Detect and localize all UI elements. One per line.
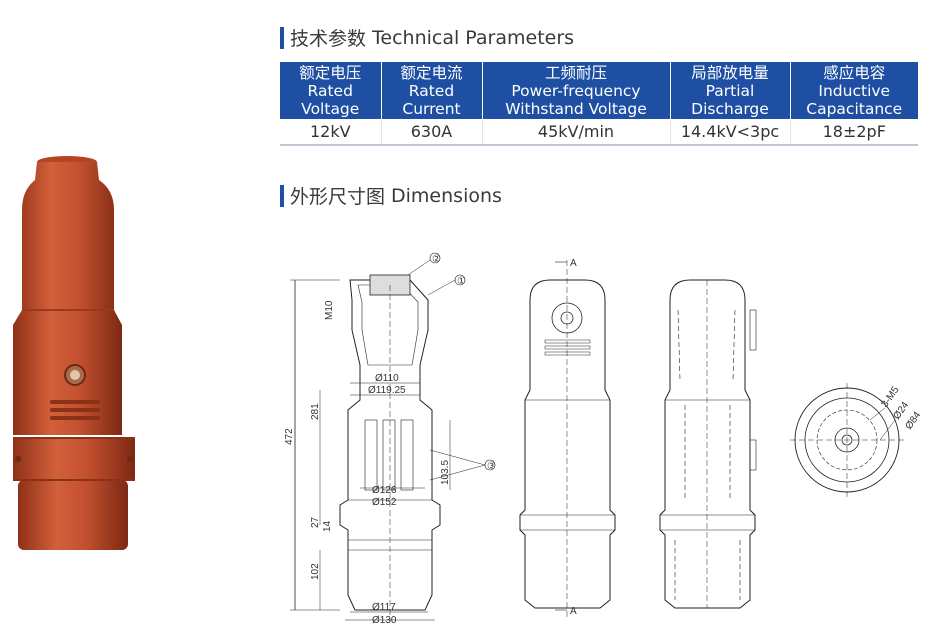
dim-d110: Ø110 xyxy=(375,373,399,384)
dim-d119: Ø119.25 xyxy=(368,385,406,396)
callout-3: ③ xyxy=(487,461,496,472)
value-partial-discharge: 14.4kV<3pc xyxy=(669,119,790,146)
title-accent-bar xyxy=(280,26,284,49)
front-view: A A xyxy=(519,258,616,620)
dim-14: 14 xyxy=(322,520,333,532)
section-a-bottom: A xyxy=(570,606,577,617)
table-row: 12kV 630A 45kV/min 14.4kV<3pc 18±2pF xyxy=(280,119,918,146)
value-rated-voltage: 12kV xyxy=(280,119,381,146)
dim-d152: Ø152 xyxy=(372,497,397,508)
technical-parameters-title: 技术参数 Technical Parameters xyxy=(280,24,574,51)
value-inductive-capacitance: 18±2pF xyxy=(789,119,918,146)
title-zh: 技术参数 xyxy=(290,28,367,50)
dim-d117: Ø117 xyxy=(372,602,396,613)
title-en: Dimensions xyxy=(391,184,502,207)
section-a-top: A xyxy=(570,258,577,269)
dimensions-title: 外形尺寸图 Dimensions xyxy=(280,182,502,209)
dim-d130: Ø130 xyxy=(372,615,397,626)
sectional-view: ② ① ③ M10 Ø110 Ø119.25 281 472 103.5 Ø12… xyxy=(284,252,496,626)
dim-103: 103.5 xyxy=(440,460,451,485)
dimension-drawings: ② ① ③ M10 Ø110 Ø119.25 281 472 103.5 Ø12… xyxy=(284,252,920,626)
dim-102: 102 xyxy=(310,563,321,580)
callout-1: ① xyxy=(457,276,466,287)
dim-m10: M10 xyxy=(324,300,335,320)
title-accent-bar xyxy=(280,184,284,207)
end-view: 3-M5 Ø24 Ø84 xyxy=(790,383,920,497)
dim-281: 281 xyxy=(310,403,321,420)
value-rated-current: 630A xyxy=(380,119,482,146)
value-withstand-voltage: 45kV/min xyxy=(481,119,670,146)
dim-d126: Ø126 xyxy=(372,485,397,496)
dim-27: 27 xyxy=(310,516,321,528)
callout-2: ② xyxy=(432,254,441,265)
dim-472: 472 xyxy=(284,428,295,445)
side-view xyxy=(659,279,757,609)
insulator-product-photo xyxy=(13,156,135,550)
title-en: Technical Parameters xyxy=(372,26,575,49)
title-zh: 外形尺寸图 xyxy=(290,186,386,208)
